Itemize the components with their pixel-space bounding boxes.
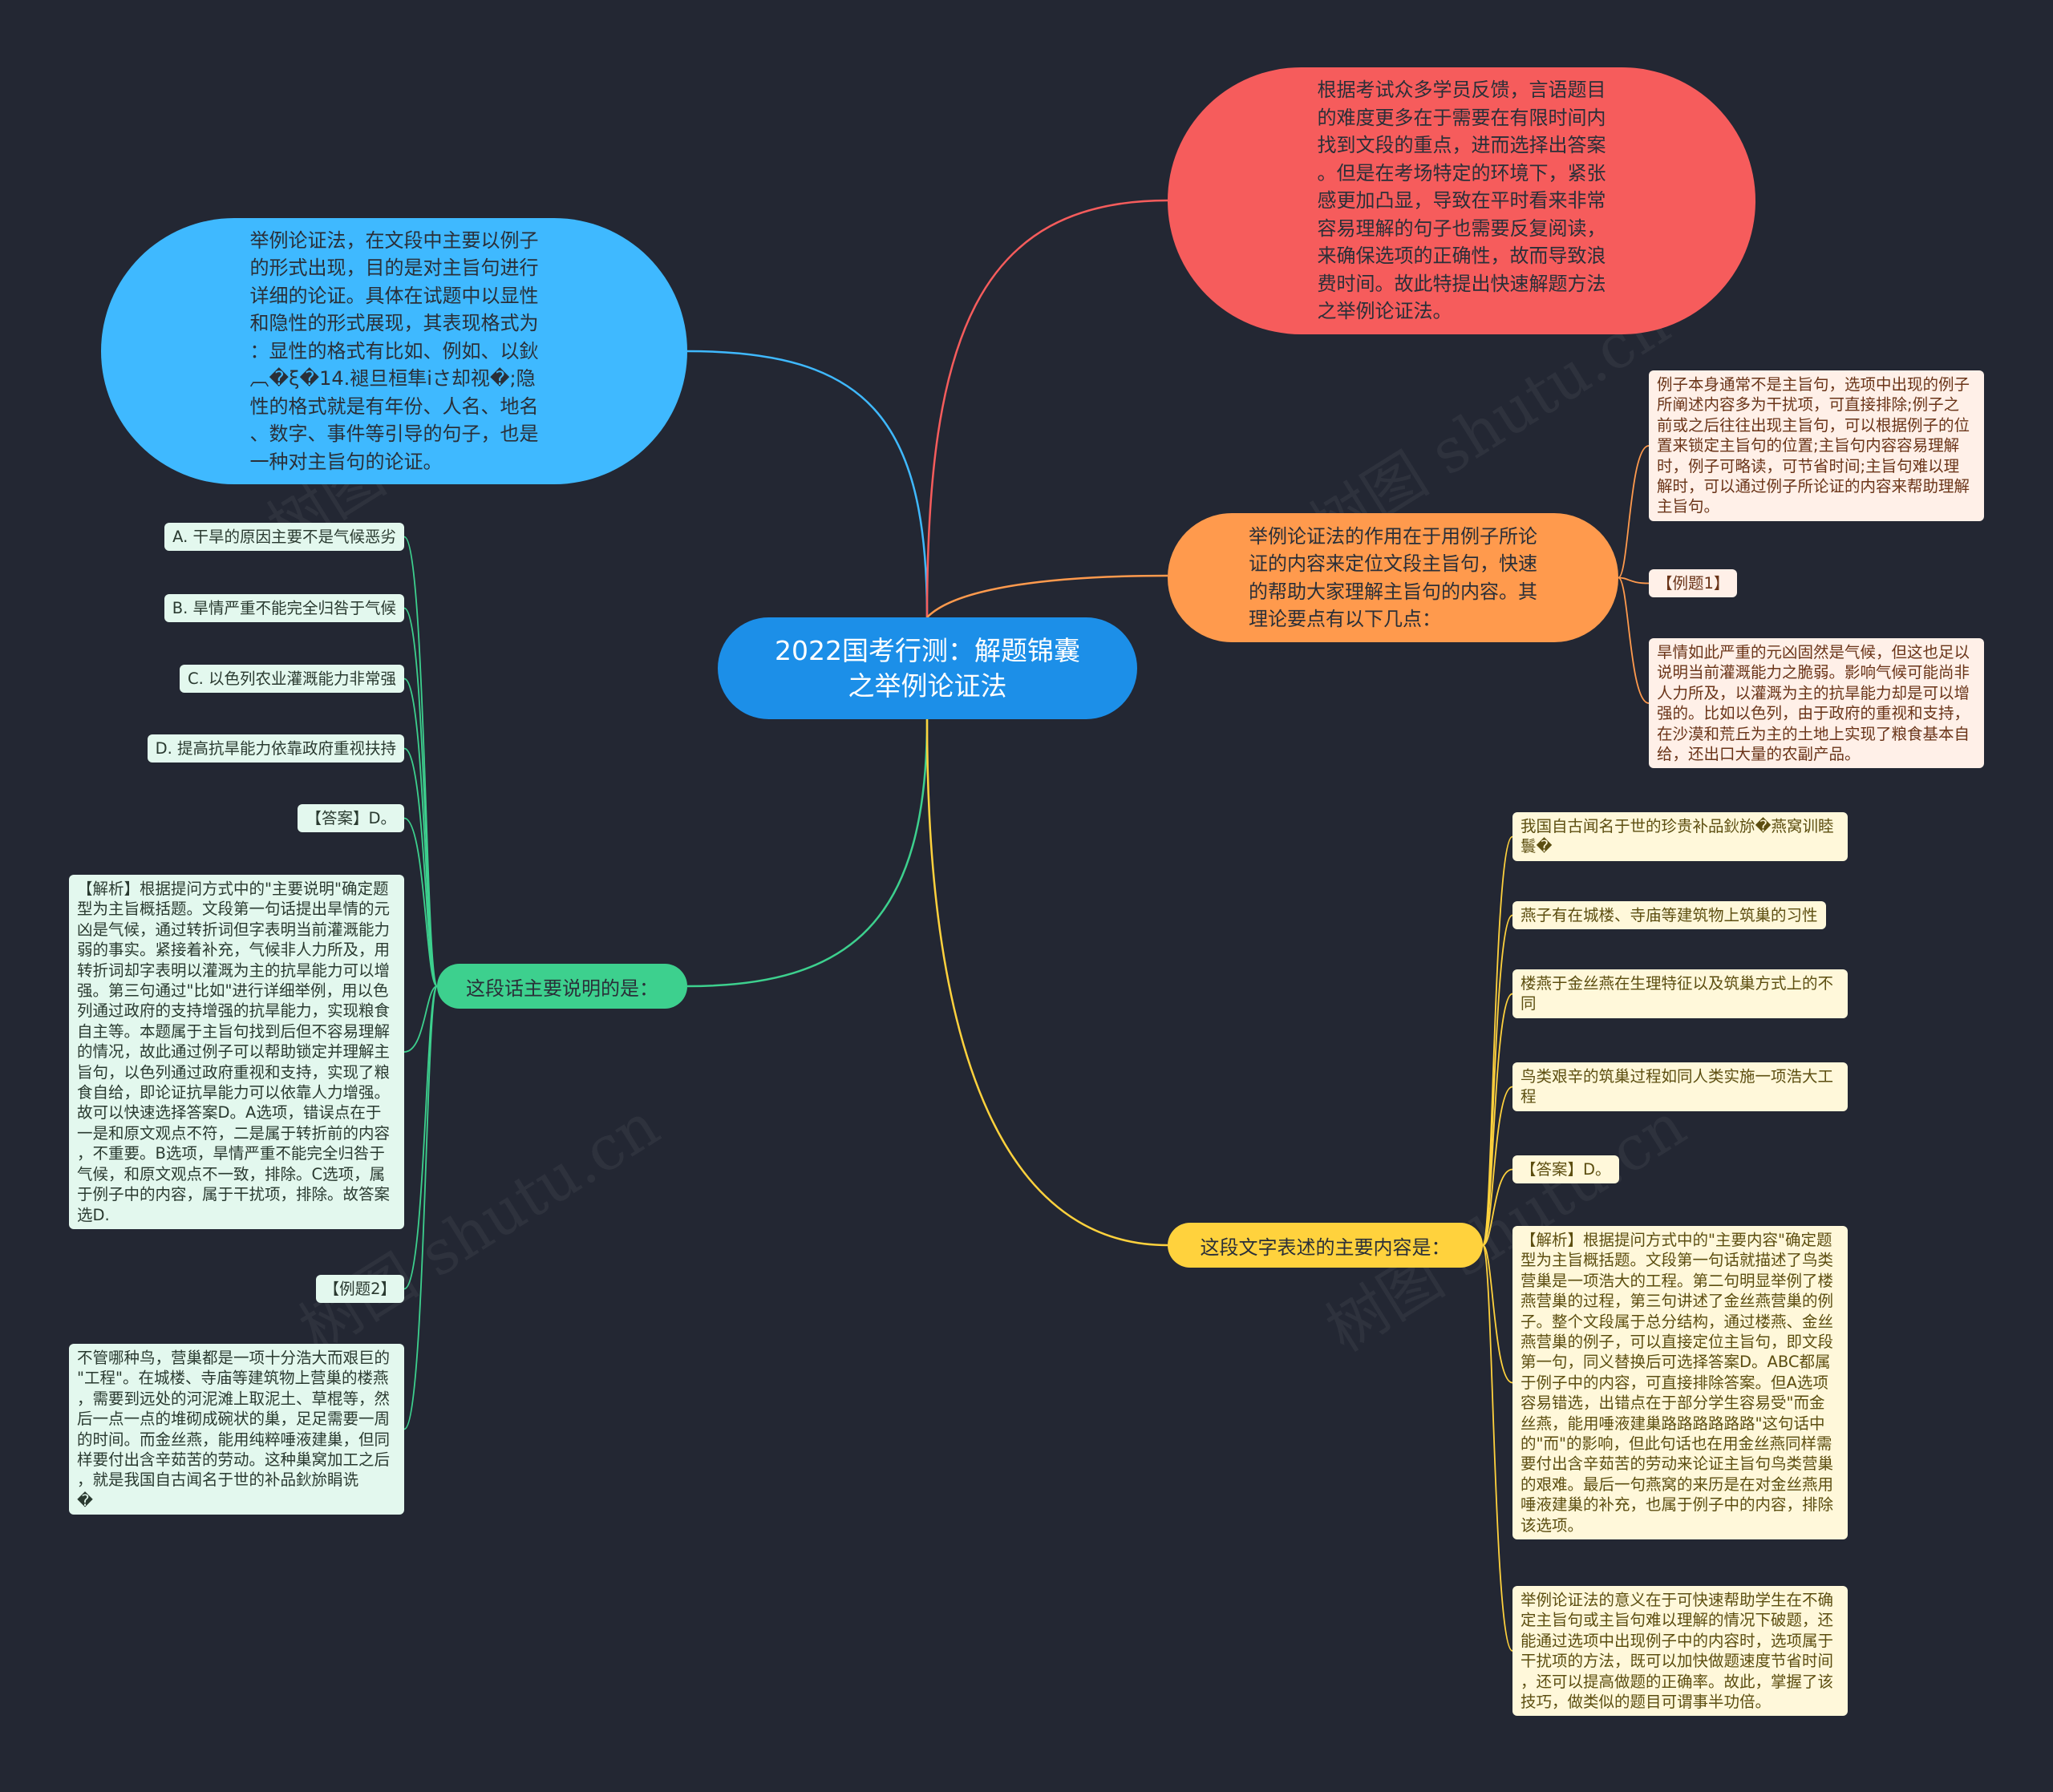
red-branch-text: 根据考试众多学员反馈，言语题目 的难度更多在于需要在有限时间内 找到文段的重点，… xyxy=(1317,79,1606,323)
blue-branch-node[interactable]: 举例论证法，在文段中主要以例子 的形式出现，目的是对主旨句进行 详细的论证。具体… xyxy=(101,218,687,484)
orange-branch-node[interactable]: 举例论证法的作用在于用例子所论 证的内容来定位文段主旨句，快速 的帮助大家理解主… xyxy=(1168,513,1618,642)
link-root-orange xyxy=(926,574,1168,618)
link-orange-leaf-example-label xyxy=(1618,576,1650,585)
green-leaf-option-c[interactable]: C. 以色列农业灌溉能力非常强 xyxy=(179,665,404,694)
link-green-leaf-example-label xyxy=(403,985,438,1290)
green-leaf-option-a[interactable]: A. 干旱的原因主要不是气候恶劣 xyxy=(164,523,404,552)
yellow-leaf-option-a[interactable]: 我国自古闻名于世的珍贵补品鈥旀�燕窝训睦 鬟� xyxy=(1512,812,1848,861)
link-root-red xyxy=(925,199,1168,618)
orange-branch-text: 举例论证法的作用在于用例子所论 证的内容来定位文段主旨句，快速 的帮助大家理解主… xyxy=(1249,524,1537,631)
link-root-yellow xyxy=(925,718,1168,1247)
green-leaf-option-d[interactable]: D. 提高抗旱能力依靠政府重视扶持 xyxy=(147,734,404,763)
link-orange-leaf-example-text xyxy=(1618,576,1650,704)
green-branch-node[interactable]: 这段话主要说明的是： xyxy=(437,964,687,1009)
blue-branch-text: 举例论证法，在文段中主要以例子 的形式出现，目的是对主旨句进行 详细的论证。具体… xyxy=(249,229,539,473)
yellow-branch-node[interactable]: 这段文字表述的主要内容是： xyxy=(1168,1223,1483,1268)
yellow-leaf-option-d[interactable]: 鸟类艰辛的筑巢过程如同人类实施一项浩大工 程 xyxy=(1512,1062,1848,1111)
green-leaf-option-b[interactable]: B. 旱情严重不能完全归咎于气候 xyxy=(164,594,404,623)
link-yellow-leaf-option-c xyxy=(1482,993,1513,1246)
yellow-leaf-analysis[interactable]: 【解析】根据提问方式中的"主要内容"确定题 型为主旨概括题。文段第一句话就描述了… xyxy=(1512,1226,1848,1540)
link-yellow-leaf-analysis xyxy=(1482,1244,1513,1384)
green-leaf-answer[interactable]: 【答案】D。 xyxy=(298,804,404,833)
link-green-leaf-option-a xyxy=(403,536,438,987)
link-green-leaf-example-text xyxy=(403,985,438,1430)
yellow-leaf-summary[interactable]: 举例论证法的意义在于可快速帮助学生在不确 定主旨句或主旨句难以理解的情况下破题，… xyxy=(1512,1586,1848,1717)
yellow-leaf-option-b[interactable]: 燕子有在城楼、寺庙等建筑物上筑巢的习性 xyxy=(1512,901,1826,930)
link-yellow-leaf-summary xyxy=(1482,1244,1513,1652)
yellow-leaf-answer[interactable]: 【答案】D。 xyxy=(1512,1155,1619,1184)
yellow-leaf-option-c[interactable]: 楼燕于金丝燕在生理特征以及筑巢方式上的不 同 xyxy=(1512,969,1848,1018)
green-leaf-example-label[interactable]: 【例题2】 xyxy=(315,1275,404,1304)
green-leaf-analysis[interactable]: 【解析】根据提问方式中的"主要说明"确定题 型为主旨概括题。文段第一句话提出旱情… xyxy=(69,875,404,1229)
orange-leaf-example-label[interactable]: 【例题1】 xyxy=(1649,569,1737,598)
root-topic[interactable]: 2022国考行测：解题锦囊 之举例论证法 xyxy=(718,617,1137,719)
link-orange-leaf-theory xyxy=(1618,445,1650,579)
link-green-leaf-analysis xyxy=(403,985,438,1053)
link-green-leaf-answer xyxy=(403,817,438,987)
orange-leaf-example-text[interactable]: 旱情如此严重的元凶固然是气候，但这也足以 说明当前灌溉能力之脆弱。影响气候可能尚… xyxy=(1649,638,1984,769)
link-green-leaf-option-d xyxy=(403,747,438,987)
link-root-green xyxy=(686,718,929,988)
red-branch-node[interactable]: 根据考试众多学员反馈，言语题目 的难度更多在于需要在有限时间内 找到文段的重点，… xyxy=(1168,67,1755,334)
link-yellow-leaf-option-d xyxy=(1482,1086,1513,1246)
green-leaf-example-text[interactable]: 不管哪种鸟，营巢都是一项十分浩大而艰巨的 "工程"。在城楼、寺庙等建筑物上营巢的… xyxy=(69,1344,404,1515)
link-yellow-leaf-answer xyxy=(1482,1168,1513,1246)
link-root-blue xyxy=(686,350,929,618)
orange-leaf-theory[interactable]: 例子本身通常不是主旨句，选项中出现的例子 所阐述内容多为干扰项，可直接排除;例子… xyxy=(1649,370,1984,521)
